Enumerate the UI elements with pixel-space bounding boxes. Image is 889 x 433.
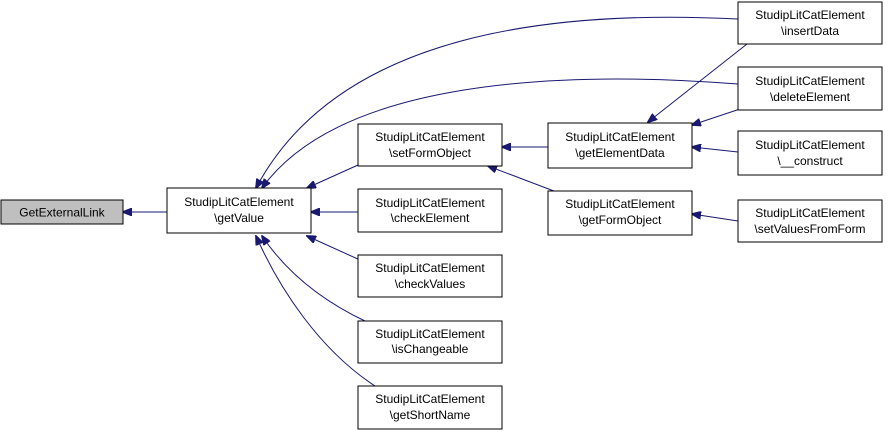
node-is-changeable-line1: StudipLitCatElement bbox=[375, 327, 485, 341]
edge-ischangeable-to-getvalue bbox=[262, 236, 368, 323]
node-set-values-from-form[interactable]: StudipLitCatElement \setValuesFromForm bbox=[737, 199, 883, 243]
node-construct-line1: StudipLitCatElement bbox=[755, 138, 865, 152]
edge-construct-to-getelementdata bbox=[692, 147, 739, 153]
edge-deleteelement-to-getvalue bbox=[262, 78, 739, 188]
edge-checkvalues-to-getvalue bbox=[307, 236, 361, 261]
node-construct-line2: \__construct bbox=[777, 154, 843, 168]
node-get-value[interactable]: StudipLitCatElement \getValue bbox=[166, 187, 312, 234]
edge-setvaluesfromform-to-getformobject bbox=[692, 214, 739, 222]
node-get-form-object-line1: StudipLitCatElement bbox=[565, 197, 675, 211]
node-insert-data-line2: \insertData bbox=[781, 24, 839, 38]
node-get-form-object-line2: \getFormObject bbox=[579, 213, 662, 227]
edge-insertdata-to-getelementdata bbox=[648, 43, 748, 122]
node-get-value-line1: StudipLitCatElement bbox=[184, 195, 294, 209]
node-set-form-object-line1: StudipLitCatElement bbox=[375, 130, 485, 144]
edge-insertdata-to-getvalue bbox=[256, 16, 739, 188]
node-check-element-line1: StudipLitCatElement bbox=[375, 196, 485, 210]
node-is-changeable[interactable]: StudipLitCatElement \isChangeable bbox=[357, 320, 503, 364]
node-delete-element[interactable]: StudipLitCatElement \deleteElement bbox=[737, 66, 883, 111]
node-get-element-data-line2: \getElementData bbox=[575, 146, 665, 160]
node-check-values-line2: \checkValues bbox=[395, 277, 465, 291]
node-check-values[interactable]: StudipLitCatElement \checkValues bbox=[357, 254, 503, 298]
node-get-external-link-label: GetExternalLink bbox=[19, 206, 105, 220]
edge-deleteelement-to-getelementdata bbox=[692, 108, 741, 125]
node-insert-data[interactable]: StudipLitCatElement \insertData bbox=[737, 1, 883, 45]
node-set-form-object[interactable]: StudipLitCatElement \setFormObject bbox=[357, 123, 503, 167]
node-is-changeable-line2: \isChangeable bbox=[392, 342, 469, 356]
node-get-short-name-line1: StudipLitCatElement bbox=[375, 392, 485, 406]
node-get-short-name-line2: \getShortName bbox=[390, 408, 471, 422]
node-check-element-line2: \checkElement bbox=[391, 211, 470, 225]
edge-getshortname-to-getvalue bbox=[256, 236, 376, 387]
node-delete-element-line2: \deleteElement bbox=[770, 90, 851, 104]
edges bbox=[123, 16, 748, 387]
node-get-element-data-line1: StudipLitCatElement bbox=[565, 130, 675, 144]
node-get-external-link[interactable]: GetExternalLink bbox=[0, 199, 124, 225]
node-check-values-line1: StudipLitCatElement bbox=[375, 261, 485, 275]
edge-setformobject-to-getvalue bbox=[307, 164, 359, 188]
node-get-element-data[interactable]: StudipLitCatElement \getElementData bbox=[547, 122, 693, 169]
node-set-values-from-form-line1: StudipLitCatElement bbox=[755, 206, 865, 220]
node-get-short-name[interactable]: StudipLitCatElement \getShortName bbox=[357, 385, 503, 430]
node-check-element[interactable]: StudipLitCatElement \checkElement bbox=[357, 188, 503, 233]
node-insert-data-line1: StudipLitCatElement bbox=[755, 8, 865, 22]
node-set-values-from-form-line2: \setValuesFromForm bbox=[754, 222, 865, 236]
node-get-value-line2: \getValue bbox=[214, 211, 264, 225]
node-delete-element-line1: StudipLitCatElement bbox=[755, 74, 865, 88]
node-set-form-object-line2: \setFormObject bbox=[389, 146, 472, 160]
node-construct[interactable]: StudipLitCatElement \__construct bbox=[737, 130, 883, 176]
node-get-form-object[interactable]: StudipLitCatElement \getFormObject bbox=[547, 190, 693, 236]
